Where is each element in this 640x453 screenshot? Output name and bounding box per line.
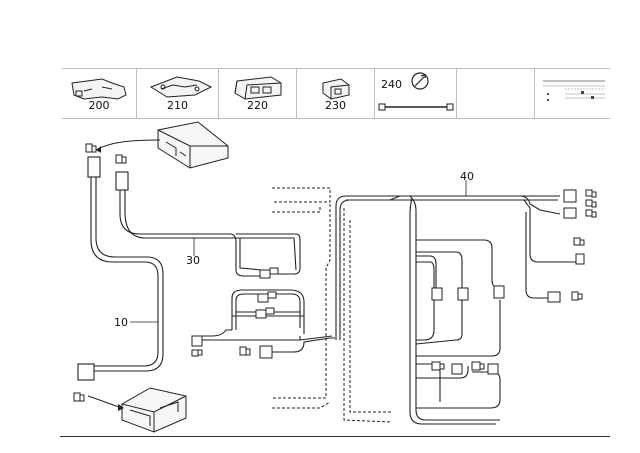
part-group-200[interactable]: 200 [62,69,137,118]
part-group-210[interactable]: 210 [137,69,219,118]
part-group-240-label: 240 [381,78,402,91]
dashed-optional-harness [272,187,392,423]
connector-set-middle [191,291,277,359]
ecu-box [121,387,187,433]
cable-40 [335,195,578,425]
part-group-230[interactable]: 230 [297,69,375,118]
callout-40: 40 [460,170,474,183]
connector-pair [259,267,279,279]
bracket-part-icon [71,78,127,100]
overview-thumbnail[interactable] [535,69,610,118]
arrow-to-ecu [87,395,123,409]
part-group-200-label: 200 [88,99,110,112]
bottom-divider [60,436,610,437]
connector-symbol [85,143,127,164]
part-group-240[interactable]: 240 [375,69,457,118]
part-group-220[interactable]: 220 [219,69,297,118]
connector-part-icon [322,78,350,100]
part-group-toolbar: 200 210 220 [62,68,610,119]
arrow-head [96,146,101,153]
part-group-230-label: 230 [325,99,346,112]
cable-10 [77,156,164,381]
toolbar-spacer [457,69,535,118]
relay-box-part-icon [234,76,282,100]
connector-set-right [431,189,597,375]
arrow-to-connector [95,139,161,151]
callout-10: 10 [114,316,128,329]
cable-30 [115,171,301,277]
part-group-210-label: 210 [167,99,188,112]
part-group-220-label: 220 [247,99,268,112]
overview-map-icon [543,80,605,101]
panel-part-icon [149,76,213,98]
control-module [157,121,229,169]
wiring-harness-part-icon [378,72,454,111]
arrow-head [118,404,124,411]
callout-30: 30 [186,254,200,267]
connector-symbol-bottom [73,392,85,402]
